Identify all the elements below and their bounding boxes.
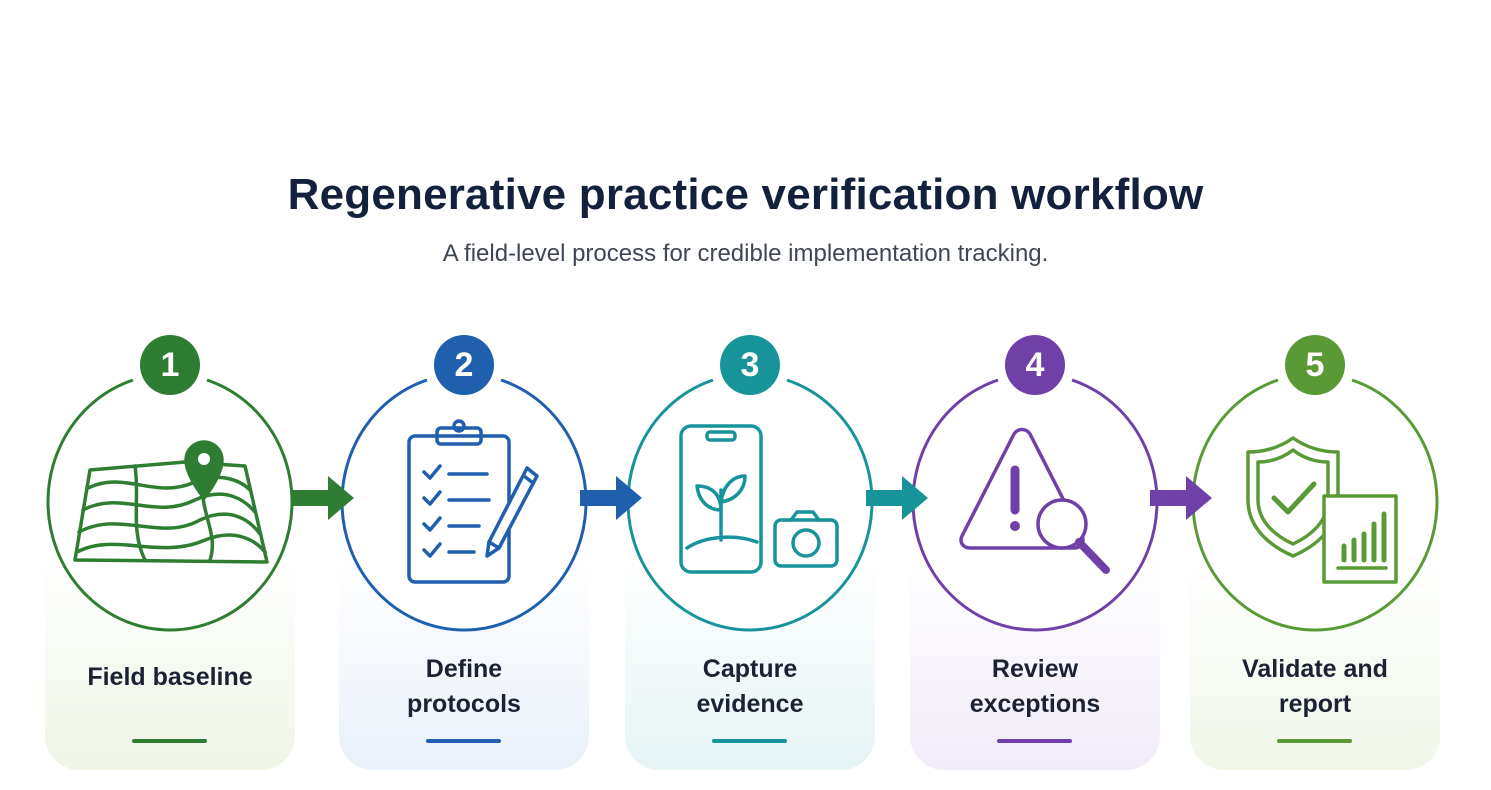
arrow-right-icon (866, 476, 928, 520)
phone-camera-icon (679, 424, 839, 574)
page-subtitle: A field-level process for credible imple… (442, 240, 1049, 267)
step-4: 4 Review exceptions (910, 330, 1160, 770)
step-5-underline (1277, 739, 1352, 743)
step-1-underline (132, 739, 207, 743)
arrow-right-icon (292, 476, 354, 520)
step-2-label: Define protocols (407, 655, 521, 718)
step-3-number-badge: 3 (720, 335, 780, 395)
step-5-number-badge: 5 (1285, 335, 1345, 395)
step-5-label: Validate and report (1242, 655, 1388, 718)
step-3: 3 Capture evidence (625, 330, 875, 770)
step-2-underline (426, 739, 501, 743)
arrow-right-icon (580, 476, 642, 520)
shield-report-icon (1246, 436, 1398, 584)
step-4-underline (997, 739, 1072, 743)
step-3-label: Capture evidence (696, 655, 804, 718)
step-5: 5 Validate and report (1190, 330, 1440, 770)
step-1: 1 Field baseline (45, 330, 295, 770)
map-pin-icon (73, 440, 269, 564)
clipboard-checklist-icon (407, 419, 539, 584)
step-4-number-badge: 4 (1005, 335, 1065, 395)
step-2-number-badge: 2 (434, 335, 494, 395)
step-3-underline (712, 739, 787, 743)
page-title: Regenerative practice verification workf… (287, 170, 1204, 219)
warning-magnifier-icon (959, 427, 1110, 574)
step-1-label: Field baseline (87, 663, 253, 691)
step-2: 2 Define protocols (339, 330, 589, 770)
step-4-label: Review exceptions (969, 655, 1101, 718)
arrow-right-icon (1150, 476, 1212, 520)
step-1-number-badge: 1 (140, 335, 200, 395)
